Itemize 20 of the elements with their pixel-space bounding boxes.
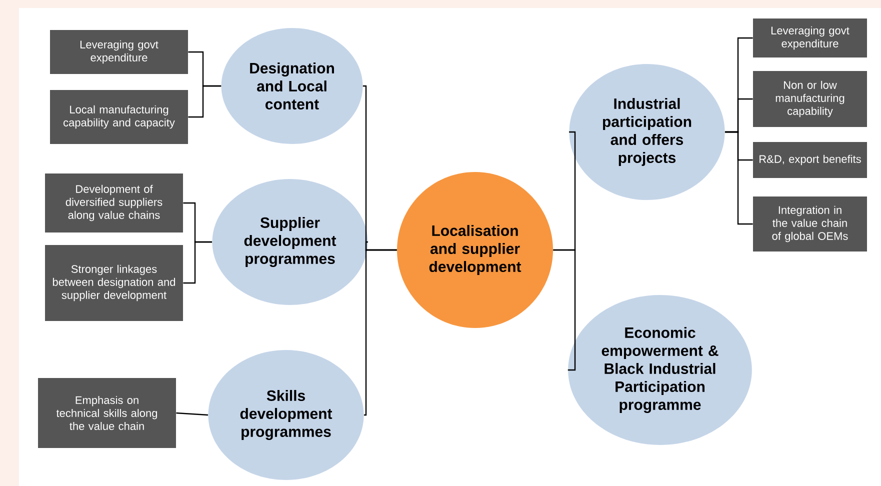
text-box: Stronger linkages between designation and supplier development (45, 245, 183, 321)
text-box: Integration in the value chain of global OEMs (753, 196, 867, 252)
text-box: Leveraging govt expenditure (753, 18, 867, 58)
circle-node: Skills development programmes (208, 350, 364, 480)
circle-node: Industrial participation and offers projects (569, 64, 725, 200)
connector-line (553, 249, 576, 371)
connector-line (188, 85, 222, 118)
text-box: Emphasis on technical skills along the value chain (38, 378, 176, 448)
circle-node: Supplier development programmes (212, 179, 368, 305)
connector-line (364, 249, 397, 416)
text-box: Non or low manufacturing capability (753, 71, 867, 127)
connector-line (183, 241, 212, 284)
circle-node: Economic empowerment & Black Industrial Participation programme (568, 295, 752, 445)
connector-line (724, 131, 753, 225)
text-box: R&D, export benefits (753, 142, 867, 178)
text-box: Local manufacturing capability and capacity (50, 90, 188, 144)
text-box: Development of diversified suppliers along value chains (45, 174, 183, 232)
text-box: Leveraging govt expenditure (50, 30, 188, 74)
connector-line (176, 412, 208, 416)
circle-node: Designation and Local content (221, 28, 363, 144)
